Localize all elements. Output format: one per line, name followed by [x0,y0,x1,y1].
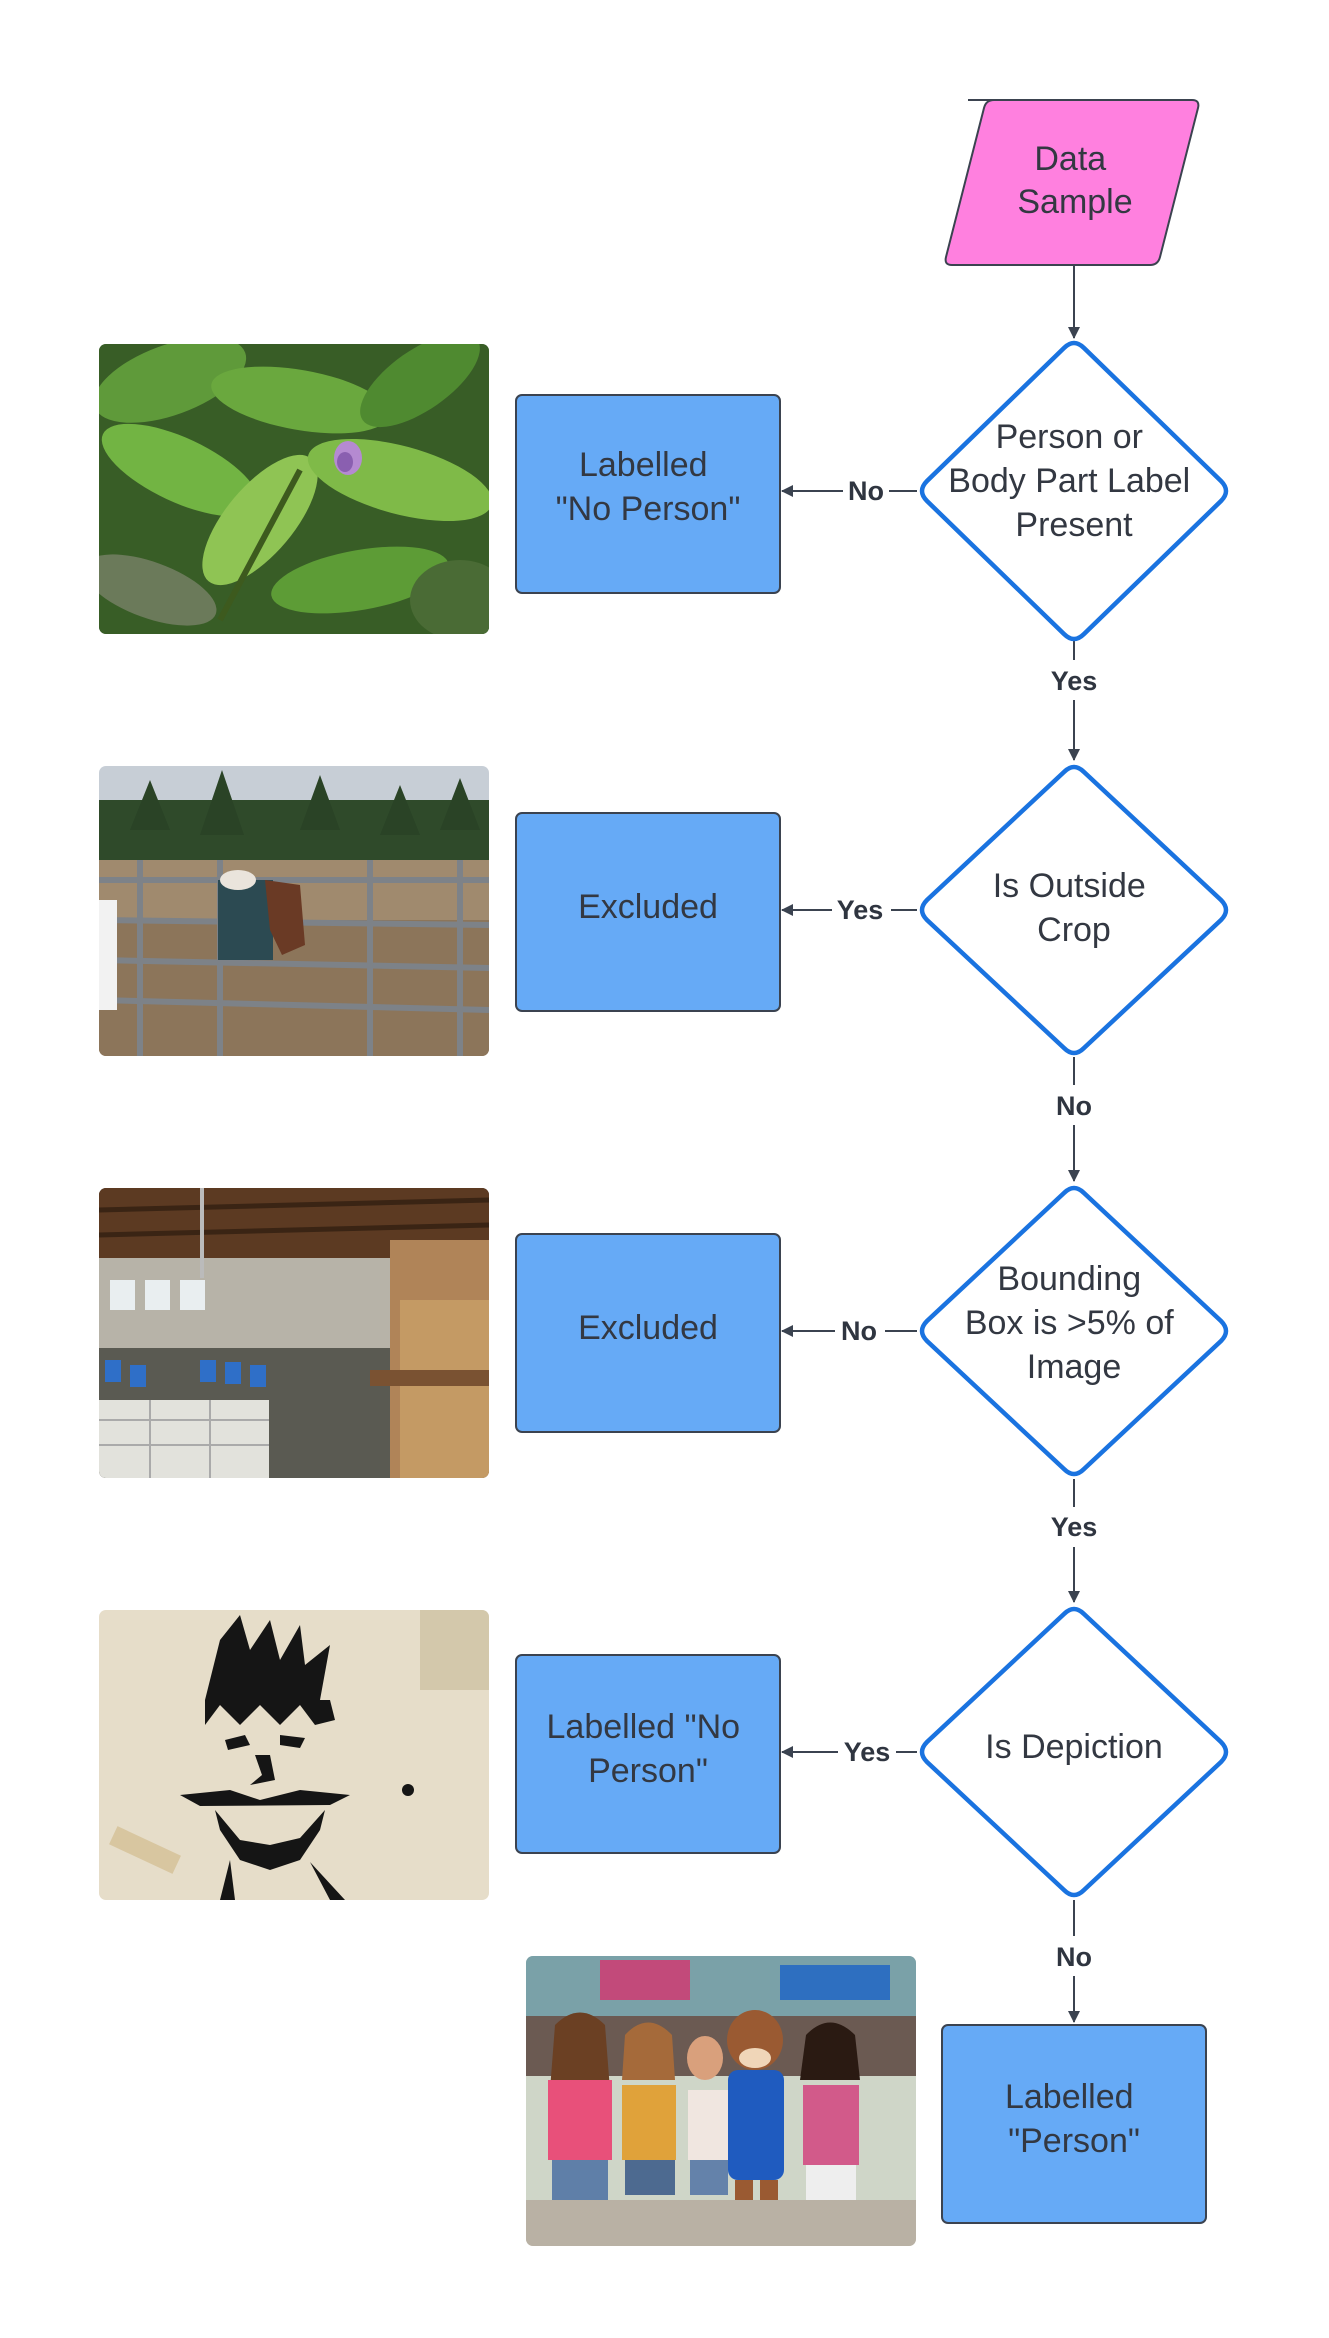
final-node-line-1: Labelled [1005,2078,1134,2116]
decision-1-line-1: Person or [996,418,1143,456]
decision-2-line-2: Crop [1037,911,1111,949]
edges [781,266,1080,2023]
outcome-1-label: Labelled "No Person" [556,446,741,528]
start-node: Data Sample [944,99,1200,266]
start-node-line-1: Data [1034,140,1106,178]
outcome-2: Excluded [515,812,781,1012]
decision-3-line-2: Box is >5% of [965,1304,1174,1342]
edge-label-decision-3-left: No [841,1316,877,1346]
final-node-box [941,2024,1207,2224]
edge-label-decision-2-left: Yes [837,895,884,925]
decision-1-shape [919,340,1229,642]
decision-1: Person or Body Part Label Present [919,340,1229,642]
outcome-4-box [515,1654,781,1854]
outcome-2-label: Excluded [578,888,718,926]
decision-3: Bounding Box is >5% of Image [919,1185,1229,1477]
decision-4: Is Depiction [919,1606,1229,1898]
decision-1-line-3: Present [1015,506,1133,544]
outcome-4-line-2: Person" [588,1752,708,1790]
photo-horse [99,766,489,1056]
final-node-line-2: "Person" [1008,2122,1140,2160]
final-node-label: Labelled "Person" [1005,2078,1143,2160]
outcome-2-line-1: Excluded [578,888,718,926]
edge-label-decision-1-left: No [848,476,884,506]
decision-3-shape [919,1185,1229,1477]
photo-group [526,1956,916,2246]
outcome-2-box [515,812,781,1012]
outcome-3: Excluded [515,1233,781,1433]
decision-4-label: Is Depiction [985,1728,1163,1766]
decision-4-line-1: Is Depiction [985,1728,1163,1766]
edge-label-decision-2-down: No [1056,1091,1092,1121]
outcome-4-label: Labelled "No Person" [547,1708,750,1790]
edge-label-decision-4-down: No [1056,1942,1092,1972]
start-node-shape [944,99,1200,266]
decision-4-shape [919,1606,1229,1898]
outcome-4: Labelled "No Person" [515,1654,781,1854]
outcome-4-line-1: Labelled "No [547,1708,741,1746]
photo-warehouse [99,1188,489,1478]
outcome-1: Labelled "No Person" [515,394,781,594]
decision-2-label: Is Outside Crop [993,867,1156,949]
decision-2: Is Outside Crop [919,764,1229,1056]
decision-3-line-3: Image [1027,1348,1122,1386]
decision-3-line-1: Bounding [997,1260,1141,1298]
outcome-3-label: Excluded [578,1309,718,1347]
start-node-line-2: Sample [1017,183,1132,221]
edge-label-decision-4-left: Yes [844,1737,891,1767]
edge-label-decision-1-down: Yes [1051,666,1098,696]
decision-1-line-2: Body Part Label [948,462,1190,500]
edge-labels: Yes No No Yes Yes No No Yes [837,476,1098,1972]
decision-1-label: Person or Body Part Label Present [948,418,1199,544]
final-node: Labelled "Person" [941,2024,1207,2224]
edge-label-decision-3-down: Yes [1051,1512,1098,1542]
outcome-3-box [515,1233,781,1433]
outcome-3-line-1: Excluded [578,1309,718,1347]
photo-plant [99,344,489,634]
outcome-1-line-1: Labelled [579,446,708,484]
decision-2-line-1: Is Outside [993,867,1146,905]
decision-2-shape [919,764,1229,1056]
decision-3-label: Bounding Box is >5% of Image [965,1260,1183,1386]
outcome-1-line-2: "No Person" [556,490,741,528]
start-node-label: Data Sample [1017,140,1132,221]
photo-stencil [99,1610,489,1900]
outcome-1-box [515,394,781,594]
